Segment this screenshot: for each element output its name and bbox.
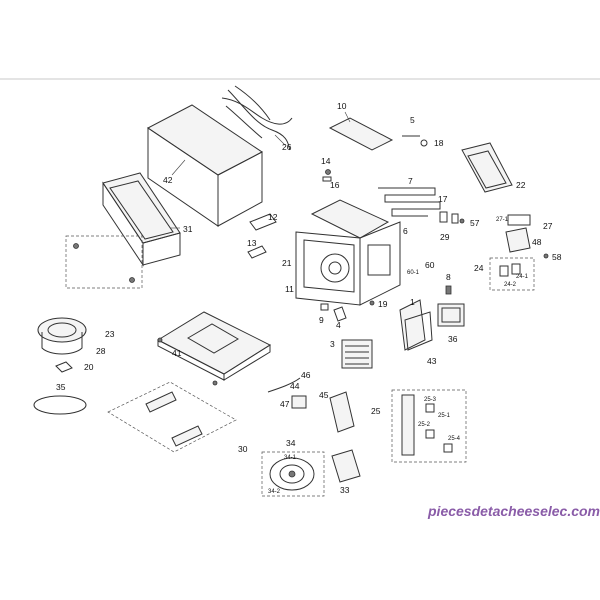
- part-fan-group: [261, 451, 325, 497]
- callout-36: 36: [448, 334, 458, 344]
- callout-9: 9: [319, 315, 324, 325]
- part-heater: [378, 187, 441, 217]
- callout-1: 1: [410, 297, 415, 307]
- part-12: [249, 213, 277, 231]
- callout-25-2: 25-2: [418, 422, 431, 428]
- part-feet-group: [107, 381, 237, 453]
- callout-25-3: 25-3: [424, 397, 437, 403]
- callout-34-2: 34-2: [268, 489, 281, 495]
- callout-19: 19: [378, 299, 388, 309]
- part-47: [291, 395, 307, 409]
- callout-34: 34: [286, 438, 296, 448]
- part-top-plate: [328, 111, 394, 151]
- part-8: [445, 285, 452, 295]
- part-33-plate: [331, 449, 361, 483]
- callout-60-1: 60-1: [407, 270, 420, 276]
- callout-27-1: 27-1: [496, 217, 509, 223]
- callout-41: 41: [172, 348, 182, 358]
- part-clip-b: [451, 213, 459, 224]
- callout-31: 31: [183, 224, 193, 234]
- callout-34-1: 34-1: [284, 455, 297, 461]
- part-main-cavity: [295, 199, 401, 306]
- callout-13: 13: [247, 238, 257, 248]
- callout-42: 42: [163, 175, 173, 185]
- part-outer-cabinet: [147, 104, 263, 227]
- callout-28: 28: [96, 346, 106, 356]
- callout-24-1: 24-1: [516, 274, 529, 280]
- part-clip: [420, 139, 428, 147]
- part-4: [333, 306, 347, 322]
- callout-23: 23: [105, 329, 115, 339]
- callout-25: 25: [371, 406, 381, 416]
- part-door-fittings: [65, 235, 143, 289]
- part-19: [369, 300, 375, 306]
- callout-25-1: 25-1: [438, 413, 451, 419]
- callout-4: 4: [336, 320, 341, 330]
- callout-5: 5: [410, 115, 415, 125]
- callout-47: 47: [280, 399, 290, 409]
- callout-46: 46: [301, 370, 311, 380]
- callout-22: 22: [516, 180, 526, 190]
- part-16: [322, 176, 332, 182]
- part-switch-assembly: [391, 389, 467, 463]
- callout-21: 21: [282, 258, 292, 268]
- callout-29: 29: [440, 232, 450, 242]
- callout-24-2: 24-2: [504, 282, 517, 288]
- part-door-frame: [102, 172, 181, 267]
- callout-57: 57: [470, 218, 480, 228]
- callout-60: 60: [425, 260, 435, 270]
- callout-35: 35: [56, 382, 66, 392]
- callout-12: 12: [268, 212, 278, 222]
- part-46: [267, 377, 301, 393]
- callout-16: 16: [330, 180, 340, 190]
- callout-labels: 42 26 10 5 18 22 14 16 7 17 57 29 27-1 2…: [56, 101, 562, 495]
- part-switch-box: [489, 257, 535, 291]
- part-base-plate: [156, 311, 272, 386]
- part-58: [543, 253, 549, 259]
- part-magnetron: [341, 339, 373, 369]
- callout-30: 30: [238, 444, 248, 454]
- part-turntable: [37, 317, 87, 355]
- callout-43: 43: [427, 356, 437, 366]
- part-guide: [329, 391, 355, 433]
- callout-6: 6: [403, 226, 408, 236]
- callout-8: 8: [446, 272, 451, 282]
- part-13: [247, 245, 267, 259]
- watermark-text: piecesdetacheeselec.com: [427, 503, 600, 519]
- callout-20: 20: [84, 362, 94, 372]
- callout-48: 48: [532, 237, 542, 247]
- part-14: [325, 169, 331, 175]
- callout-11: 11: [285, 284, 294, 294]
- callout-10: 10: [337, 101, 347, 111]
- callout-58: 58: [552, 252, 562, 262]
- callout-3: 3: [330, 339, 335, 349]
- part-latch-group: [505, 214, 531, 253]
- callout-25-4: 25-4: [448, 436, 461, 442]
- callout-26: 26: [282, 142, 292, 152]
- callout-27: 27: [543, 221, 553, 231]
- callout-45: 45: [319, 390, 329, 400]
- part-side-panel: [461, 142, 513, 193]
- callout-7: 7: [408, 176, 413, 186]
- callout-33: 33: [340, 485, 350, 495]
- part-29: [439, 211, 448, 223]
- callout-44: 44: [290, 381, 300, 391]
- part-wire-harness: [221, 85, 293, 151]
- callout-14: 14: [321, 156, 331, 166]
- part-bracket-transformer: [399, 299, 465, 351]
- part-57: [459, 218, 465, 224]
- part-9: [320, 303, 329, 311]
- part-coupler: [55, 361, 73, 373]
- part-roller-ring: [33, 395, 87, 415]
- callout-24: 24: [474, 263, 484, 273]
- callout-17: 17: [438, 194, 448, 204]
- callout-18: 18: [434, 138, 444, 148]
